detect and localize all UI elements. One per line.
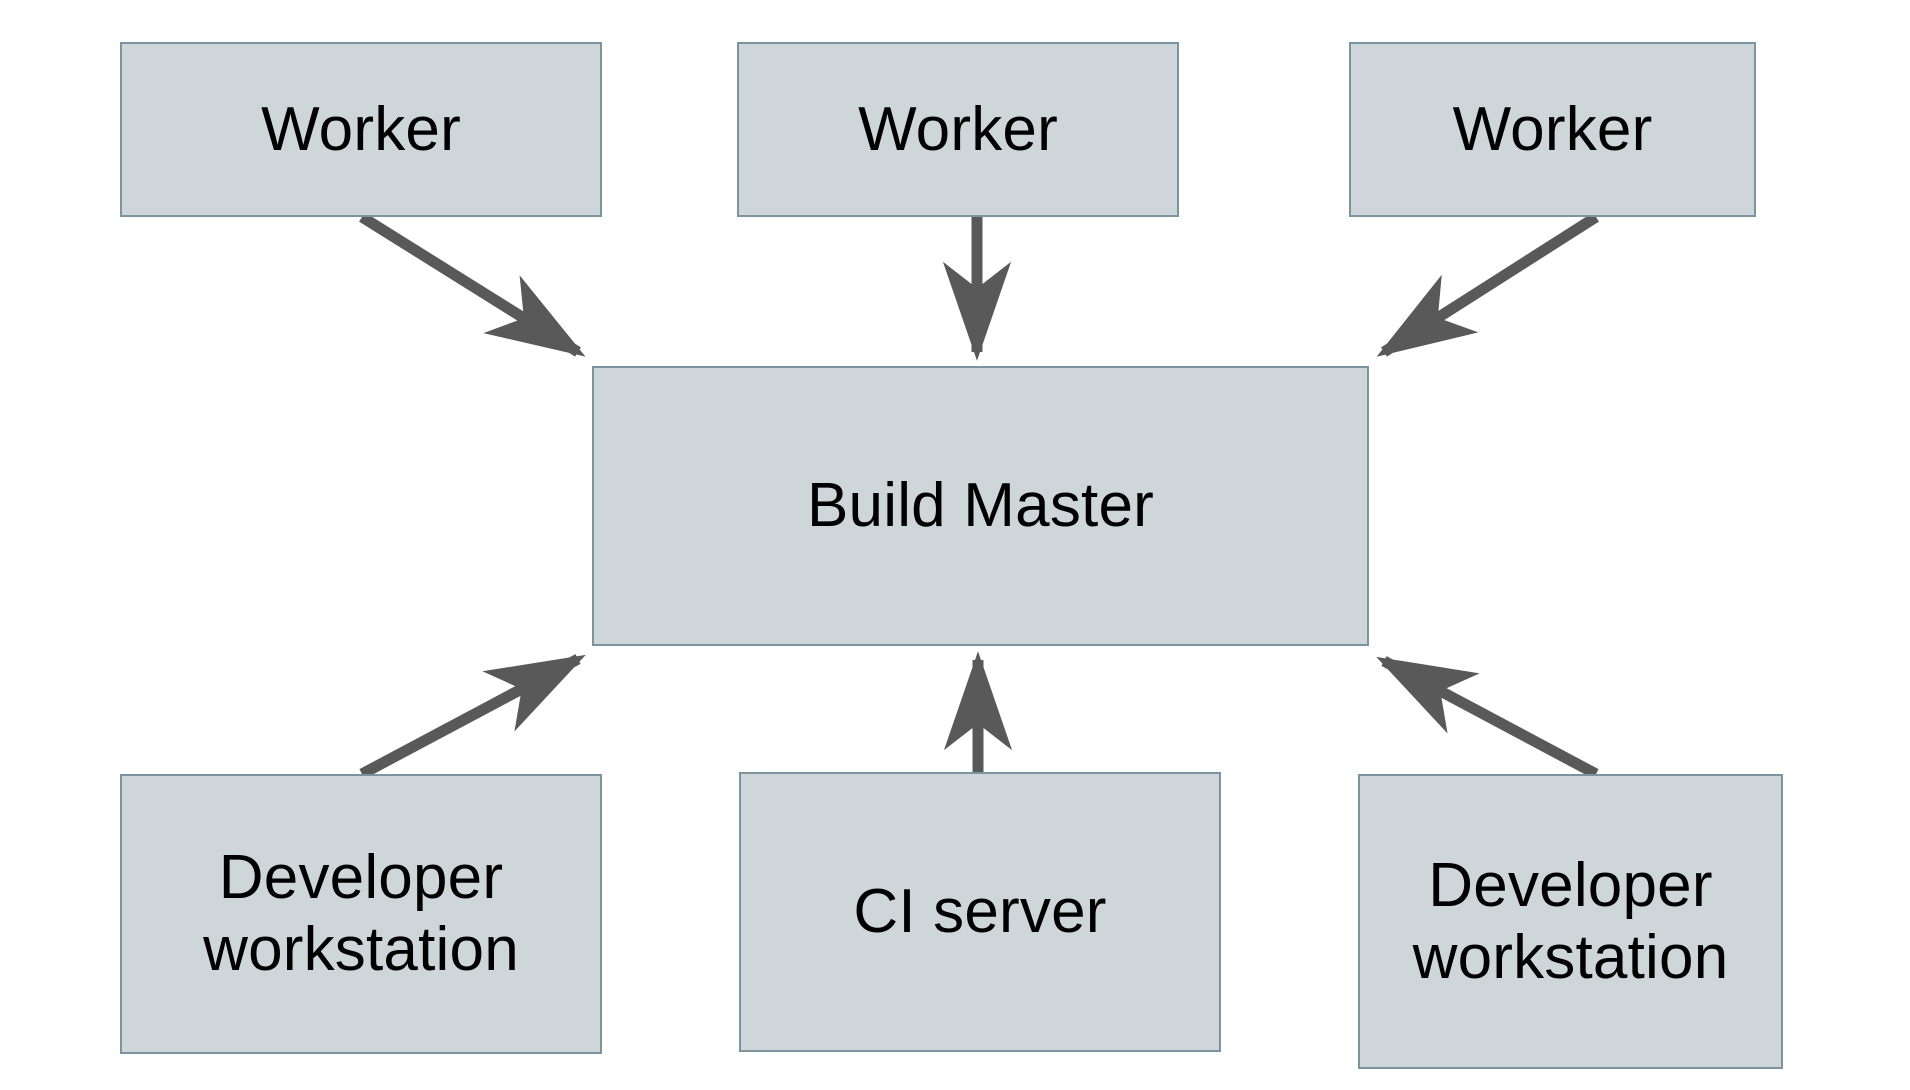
- node-ci-server-label: CI server: [853, 877, 1107, 947]
- node-build-master[interactable]: Build Master: [592, 366, 1369, 646]
- edge-worker-right-to-master: [1376, 212, 1599, 357]
- node-worker-right[interactable]: Worker: [1349, 42, 1756, 217]
- node-developer-workstation-right[interactable]: Developer workstation: [1358, 774, 1783, 1069]
- node-worker-left-label: Worker: [261, 94, 461, 164]
- node-worker-center[interactable]: Worker: [737, 42, 1179, 217]
- node-developer-workstation-right-label: Developer workstation: [1412, 850, 1729, 992]
- node-developer-workstation-left[interactable]: Developer workstation: [120, 774, 602, 1054]
- node-worker-right-label: Worker: [1452, 94, 1653, 164]
- node-ci-server[interactable]: CI server: [739, 772, 1221, 1052]
- edge-dev-right-to-master: [1376, 656, 1599, 779]
- node-build-master-label: Build Master: [807, 471, 1154, 541]
- node-worker-left[interactable]: Worker: [120, 42, 602, 217]
- node-developer-workstation-left-label: Developer workstation: [203, 843, 519, 984]
- edge-worker-left-to-master: [359, 212, 586, 357]
- node-worker-center-label: Worker: [858, 94, 1058, 164]
- edge-dev-left-to-master: [359, 654, 586, 779]
